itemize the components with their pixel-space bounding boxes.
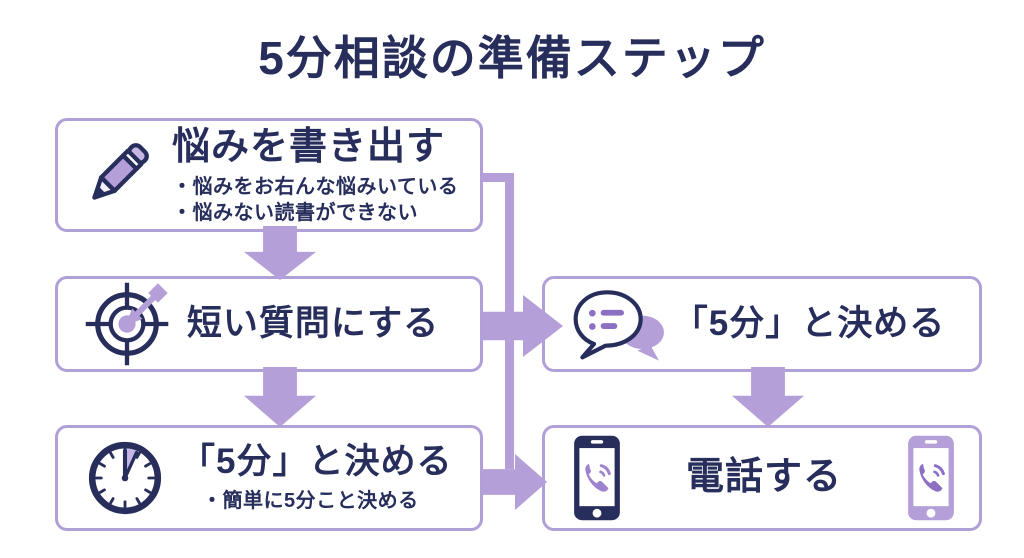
arrow-right-step3-to-step5 <box>483 454 547 510</box>
speech-bubbles-icon <box>573 290 664 361</box>
pencil-icon <box>92 143 149 200</box>
step-box-decide-5min-left: 「5分」と決める ・簡単に5分こと決める <box>55 425 483 531</box>
bullet-item: ・簡単に5分こと決める <box>202 489 419 512</box>
step-box-decide-5min-right: 「5分」と決める <box>542 276 982 372</box>
arrow-down-step1-to-step2 <box>244 226 316 280</box>
smartphone-icon <box>574 435 620 521</box>
page-title: 5分相談の準備ステップ <box>258 32 766 84</box>
arrow-down-step4-to-step5 <box>732 367 804 427</box>
bullet-list: ・悩みをお右んな悩みいている ・悩みない読書ができない <box>172 174 458 226</box>
step-heading: 「5分」と決める <box>672 303 946 343</box>
step-heading: 「5分」と決める <box>180 442 453 482</box>
clock-icon <box>88 441 162 515</box>
step-box-short-question: 短い質問にする <box>55 276 483 372</box>
step-heading: 短い質問にする <box>186 303 440 343</box>
connector-elbow-horizontal <box>483 173 514 182</box>
step-heading: 悩みを書き出す <box>172 125 446 168</box>
step-box-write-worries: 悩みを書き出す ・悩みをお右んな悩みいている ・悩みない読書ができない <box>55 118 483 232</box>
arrow-down-step2-to-step3 <box>244 367 316 427</box>
target-dart-icon <box>85 282 169 366</box>
step-heading: 電話する <box>685 456 842 499</box>
bullet-list: ・簡単に5分こと決める <box>180 488 452 514</box>
smartphone-icon <box>908 435 954 521</box>
bullet-item: ・悩みない読書ができない <box>172 202 418 225</box>
step-box-make-call: 電話する <box>542 425 982 531</box>
bullet-item: ・悩みをお右んな悩みいている <box>172 176 459 199</box>
